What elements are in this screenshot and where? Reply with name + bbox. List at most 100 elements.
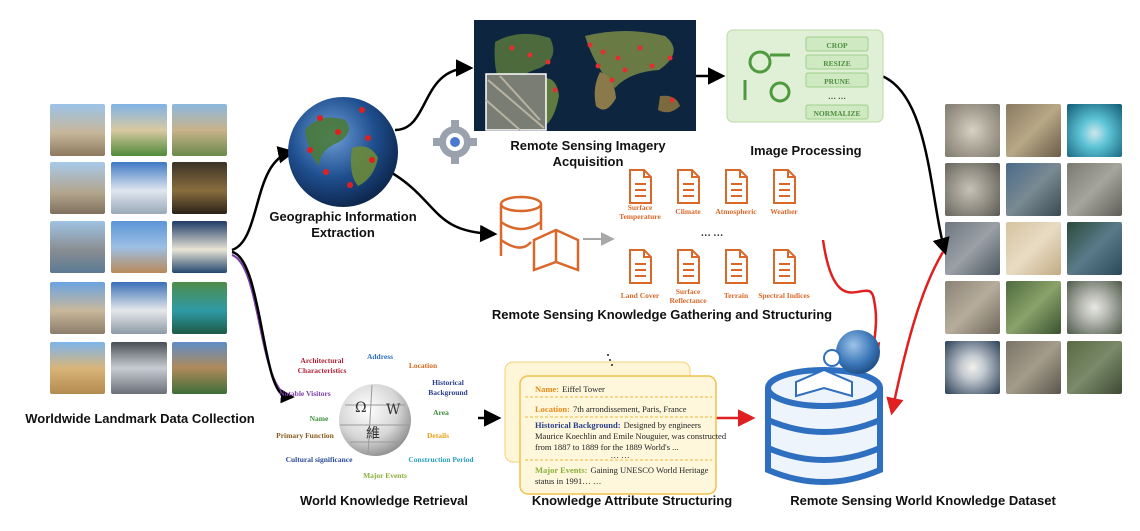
- document-icon: [725, 169, 748, 204]
- landmark-photo: [111, 282, 167, 334]
- rs-acquisition-title-2: Acquisition: [553, 154, 624, 169]
- wiki-glyph: W: [386, 402, 401, 418]
- image-processing-box: [726, 29, 884, 123]
- landmark-photo: [172, 162, 227, 214]
- processing-steps: [805, 36, 869, 120]
- knowledge-type-label: Terrain: [724, 291, 749, 300]
- landmark-photo: [50, 221, 105, 273]
- satellite-photo: [1006, 281, 1061, 334]
- knowledge-type-label: Surface: [628, 203, 653, 212]
- landmark-photo: [172, 104, 227, 156]
- attr-structuring-title: Knowledge Attribute Structuring: [532, 493, 732, 508]
- rs-knowledge-ellipsis: … …: [701, 228, 724, 239]
- flow-arrows: [231, 59, 950, 427]
- earth-globe-icon: [288, 97, 398, 207]
- document-icon: [773, 169, 796, 204]
- satellite-photo: [1067, 281, 1122, 334]
- processing-step: … …: [828, 92, 846, 101]
- satellite-photo: [1067, 163, 1122, 216]
- knowledge-type-label: Weather: [770, 207, 798, 216]
- satellite-photo: [945, 281, 1000, 334]
- document-icon: [629, 249, 652, 284]
- satellite-photo: [945, 163, 1000, 216]
- image-processing-title: Image Processing: [750, 143, 861, 158]
- landmark-photo: [111, 221, 167, 273]
- rs-acquisition-title-1: Remote Sensing Imagery: [510, 138, 666, 153]
- processing-step: CROP: [826, 41, 848, 50]
- document-icon: [773, 249, 796, 284]
- processing-step: NORMALIZE: [813, 109, 860, 118]
- satellite-photo: [1006, 104, 1061, 157]
- document-icon: [725, 249, 748, 284]
- attr-key-events: Major Events:: [535, 465, 588, 475]
- wiki-attribute-label: Name: [310, 414, 329, 423]
- processing-step: PRUNE: [824, 77, 850, 86]
- attr-ellipsis: … …: [610, 450, 629, 460]
- svg-text:Major Events:Gaining UNESCO Wo: Major Events:Gaining UNESCO World Herita…: [535, 465, 709, 475]
- dataset-database-icon: [765, 330, 883, 485]
- attr-val-history-1: Designed by engineers: [624, 420, 701, 430]
- knowledge-type-label: Land Cover: [621, 291, 660, 300]
- attr-key-history: Historical Background:: [535, 420, 621, 430]
- knowledge-type-label: Atmospheric: [715, 207, 757, 216]
- rs-knowledge-title: Remote Sensing Knowledge Gathering and S…: [492, 307, 832, 322]
- wiki-attribute-label: Details: [427, 431, 449, 440]
- geo-extraction-title-2: Extraction: [311, 225, 375, 240]
- satellite-photo: [1006, 163, 1061, 216]
- wiki-attribute-label: Characteristics: [298, 366, 347, 375]
- attr-val-location: 7th arrondissement, Paris, France: [573, 404, 687, 414]
- satellite-photo: [1006, 341, 1061, 394]
- attr-val-events-2: status in 1991… …: [535, 476, 601, 486]
- wiki-attribute-label: Construction Period: [408, 455, 474, 464]
- landmark-photo: [172, 221, 227, 273]
- wikipedia-globe-icon: [339, 384, 411, 456]
- landmark-photo: [50, 162, 105, 214]
- landmark-photo: [111, 342, 167, 394]
- svg-text:Location:7th arrondissement, P: Location:7th arrondissement, Paris, Fran…: [535, 404, 687, 414]
- attr-key-name: Name:: [535, 384, 559, 394]
- geo-extraction-title-1: Geographic Information: [269, 209, 416, 224]
- knowledge-type-label: Climate: [675, 207, 701, 216]
- landmark-photo: [50, 282, 105, 334]
- attr-val-name: Eiffel Tower: [562, 384, 605, 394]
- satellite-photo: [1067, 341, 1122, 394]
- wiki-attribute-labels: ArchitecturalCharacteristicsAddressLocat…: [276, 352, 474, 480]
- landmark-photo: [111, 104, 167, 156]
- wiki-attribute-label: Major Events: [363, 471, 407, 480]
- document-icon: [629, 169, 652, 204]
- gear-icon: [433, 120, 477, 164]
- svg-text:Name:Eiffel Tower: Name:Eiffel Tower: [535, 384, 605, 394]
- database-book-icon: [499, 195, 580, 272]
- knowledge-type-label: Surface: [676, 287, 701, 296]
- landmark-photo: [50, 104, 105, 156]
- processing-gear-icon: [743, 50, 791, 103]
- satellite-photo: [1067, 104, 1122, 157]
- knowledge-type-label: Reflectance: [669, 296, 707, 305]
- attr-key-location: Location:: [535, 404, 570, 414]
- wiki-attribute-label: Location: [409, 361, 438, 370]
- labels: Worldwide Landmark Data Collection Geogr…: [25, 41, 1056, 508]
- landmark-photo: [172, 282, 227, 334]
- wiki-attribute-label: Primary Function: [276, 431, 335, 440]
- processing-step: RESIZE: [823, 59, 851, 68]
- attribute-card-text: Name:Eiffel Tower Location:7th arrondiss…: [535, 384, 727, 486]
- satellite-photo: [1067, 222, 1122, 275]
- landmark-photo: [50, 342, 105, 394]
- wiki-attribute-label: Cultural significance: [286, 455, 354, 464]
- satellite-photo: [945, 222, 1000, 275]
- landmark-collection-title: Worldwide Landmark Data Collection: [25, 411, 255, 426]
- wiki-attribute-label: Historical: [432, 378, 464, 387]
- wiki-attribute-label: Background: [428, 388, 468, 397]
- wiki-glyph: Ω: [355, 400, 367, 416]
- satellite-photo: [945, 341, 1000, 394]
- world-knowledge-title: World Knowledge Retrieval: [300, 493, 468, 508]
- satellite-photo: [945, 104, 1000, 157]
- landmark-photo: [172, 342, 227, 394]
- document-icon: [677, 169, 700, 204]
- landmark-photo: [111, 162, 167, 214]
- attr-val-history-3: from 1887 to 1889 for the 1889 World's .…: [535, 442, 679, 452]
- knowledge-type-label: Spectral Indices: [758, 291, 810, 300]
- wiki-attribute-label: Architectural: [300, 356, 343, 365]
